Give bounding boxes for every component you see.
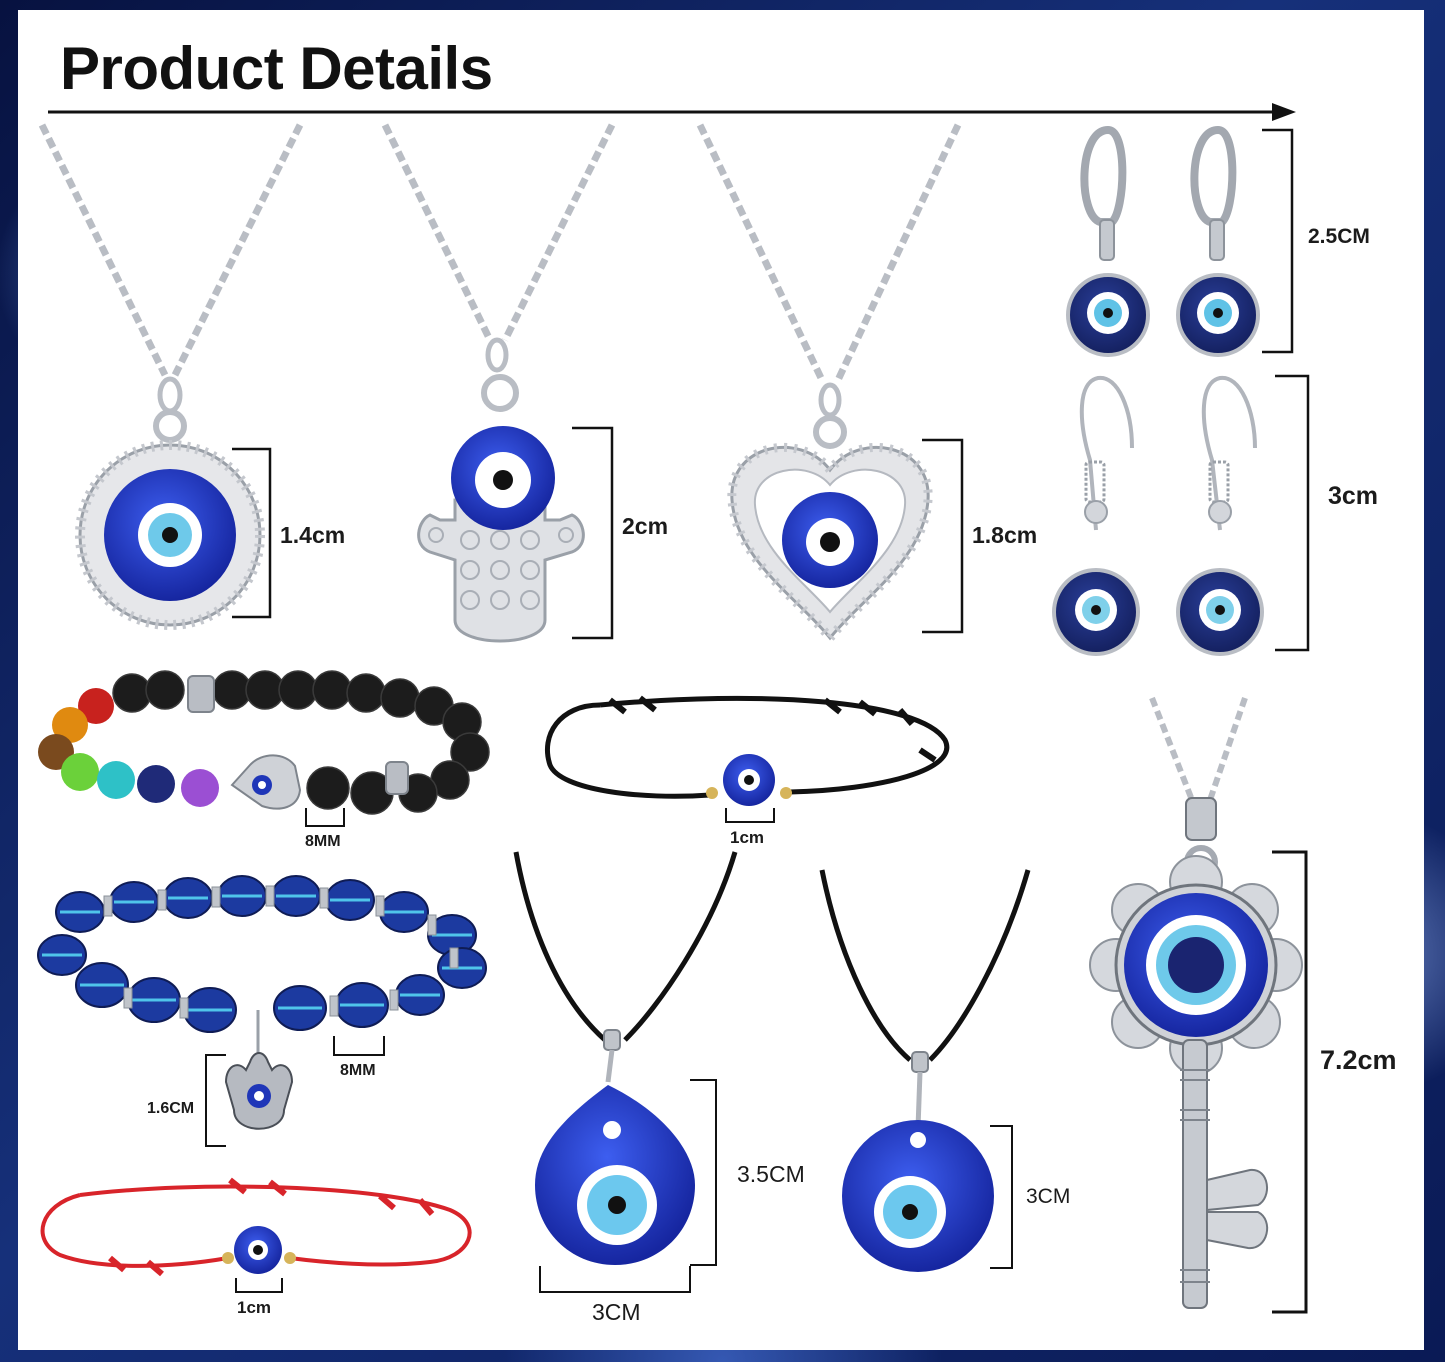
bead-bracelet-charm-dimension: [205, 1054, 226, 1147]
hamsa-pendant-necklace: [381, 123, 616, 643]
hamsa-pendant-size-label: 2cm: [622, 513, 668, 539]
bead-bracelet-bead-size-label: 8MM: [340, 1062, 376, 1079]
hamsa-pendant-dimension: [572, 426, 614, 640]
chakra-bead-dimension: [305, 808, 345, 827]
teardrop-height-dimension: [690, 1079, 717, 1266]
hoop-earrings: [1066, 125, 1260, 357]
key-pendant-size-label: 7.2cm: [1320, 1045, 1397, 1075]
chakra-bead-size-label: 8MM: [305, 833, 341, 850]
teardrop-width-label: 3CM: [592, 1299, 641, 1325]
teardrop-width-dimension: [539, 1266, 691, 1293]
heart-pendant-size-label: 1.8cm: [972, 522, 1037, 548]
teardrop-height-label: 3.5CM: [737, 1161, 805, 1187]
key-pendant-necklace: [1089, 696, 1303, 1309]
round-cord-height-label: 3CM: [1026, 1185, 1070, 1208]
heart-pendant-necklace: [696, 123, 962, 646]
hoop-earrings-dimension: [1262, 128, 1294, 354]
black-string-bracelet: [544, 695, 950, 806]
evil-eye-bead-bracelet: [37, 875, 487, 1130]
teardrop-cord-necklace: [513, 851, 738, 1265]
bead-bracelet-charm-size-label: 1.6CM: [147, 1100, 194, 1117]
round-pendant-necklace: [38, 123, 304, 630]
heart-pendant-dimension: [922, 438, 964, 634]
hoop-earrings-size-label: 2.5CM: [1308, 225, 1370, 248]
page-title: Product Details: [60, 35, 493, 102]
black-bracelet-charm-size-label: 1cm: [730, 828, 764, 847]
hook-earrings-dimension: [1275, 374, 1310, 652]
red-string-bracelet: [40, 1177, 472, 1277]
red-bracelet-charm-size-label: 1cm: [237, 1298, 271, 1317]
hook-earrings: [1052, 375, 1264, 656]
hook-earrings-size-label: 3cm: [1328, 482, 1378, 510]
red-bracelet-charm-dimension: [235, 1278, 283, 1293]
key-pendant-dimension: [1272, 850, 1308, 1314]
black-bracelet-charm-dimension: [725, 808, 775, 823]
round-pendant-dimension: [232, 447, 272, 619]
chakra-lava-bracelet: [38, 670, 490, 815]
header-arrow: [48, 103, 1296, 121]
round-cord-necklace: [819, 869, 1031, 1272]
bead-bracelet-bead-dimension: [333, 1036, 385, 1056]
round-pendant-size-label: 1.4cm: [280, 522, 345, 548]
round-cord-height-dimension: [990, 1125, 1013, 1269]
